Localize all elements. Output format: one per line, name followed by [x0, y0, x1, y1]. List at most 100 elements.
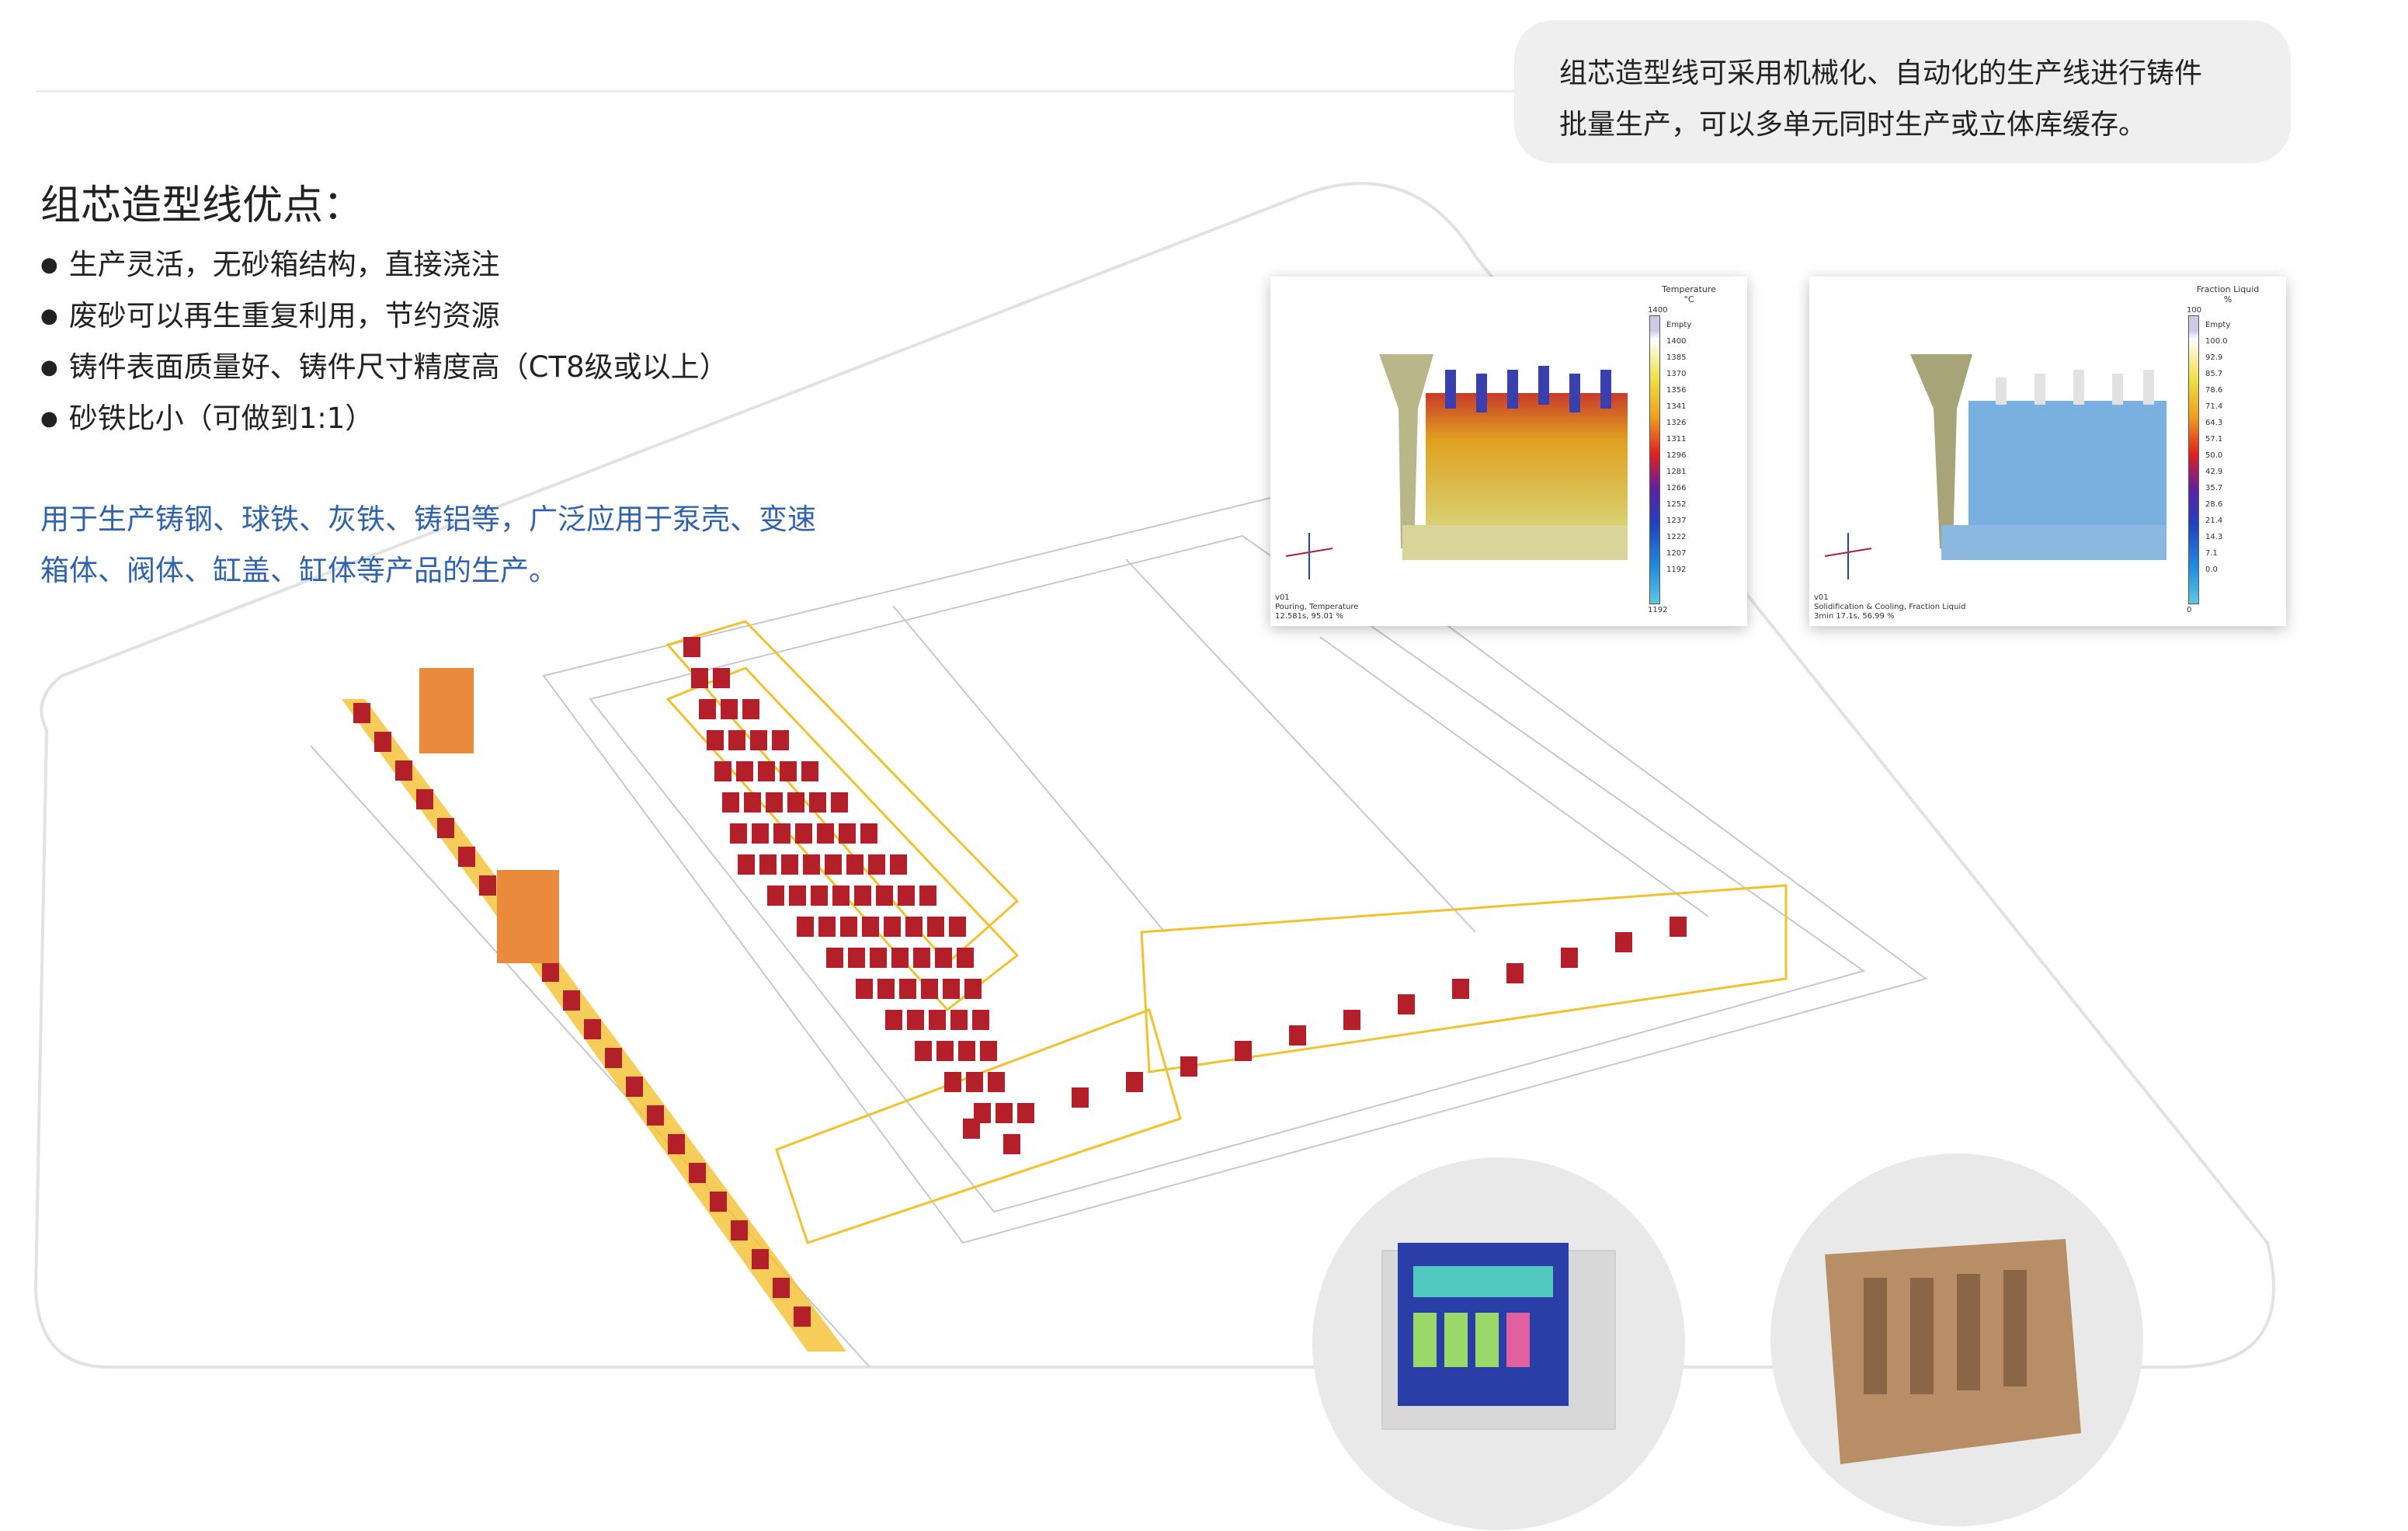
- legend-tick: 0.0: [2205, 565, 2218, 574]
- mold-block: [689, 1163, 706, 1183]
- mold-block: [542, 962, 559, 982]
- legend-tick: 14.3: [2205, 533, 2223, 541]
- mold-block: [1180, 1056, 1197, 1077]
- legend-tick: 1341: [1666, 402, 1687, 411]
- legend-tick: 64.3: [2205, 419, 2223, 427]
- caption-line: v01: [1275, 593, 1290, 602]
- mold-block: [797, 917, 814, 937]
- mold-block: [801, 761, 818, 781]
- legend-colorbar: [2188, 315, 2199, 604]
- legend-tick: 1222: [1666, 533, 1687, 541]
- mold-block: [773, 1278, 790, 1298]
- legend-tick: 1311: [1666, 435, 1687, 444]
- mold-block: [736, 761, 753, 781]
- mold-block: [825, 854, 842, 875]
- mold-block: [479, 875, 496, 896]
- mold-block: [781, 854, 798, 875]
- mold-block: [856, 979, 873, 999]
- mold-block: [966, 1072, 983, 1092]
- mold-block: [374, 732, 391, 752]
- legend-tick: 28.6: [2205, 500, 2223, 509]
- mold-block: [710, 1192, 727, 1212]
- mold-block: [949, 917, 966, 937]
- mold-block: [1452, 979, 1469, 999]
- mold-block: [876, 886, 893, 906]
- top-divider: [36, 90, 1558, 92]
- mold-block: [1072, 1087, 1089, 1108]
- mold-block: [707, 730, 724, 750]
- mold-block: [353, 703, 370, 723]
- mold-block: [1506, 963, 1524, 983]
- legend-tick: 57.1: [2205, 435, 2223, 444]
- mold-block: [668, 1134, 685, 1154]
- simulation-caption: v01 Solidification & Cooling, Fraction L…: [1814, 593, 1965, 621]
- mold-block: [584, 1019, 601, 1039]
- mold-block: [936, 1041, 954, 1061]
- mold-block: [877, 979, 895, 999]
- mold-block: [787, 792, 804, 812]
- legend-tick: 1356: [1666, 386, 1687, 395]
- mold-block: [831, 792, 848, 812]
- intro-bubble: 组芯造型线可采用机械化、自动化的生产线进行铸件 批量生产，可以多单元同时生产或立…: [1514, 20, 2291, 163]
- legend-tick: 1281: [1666, 468, 1687, 476]
- mold-block: [794, 1307, 811, 1327]
- mold-block: [826, 948, 843, 968]
- mold-block: [803, 854, 820, 875]
- legend-tick: 35.7: [2205, 484, 2223, 492]
- mold-block: [898, 886, 915, 906]
- mold-block: [744, 792, 761, 812]
- advantage-item: 铸件表面质量好、铸件尺寸精度高（CT8级或以上）: [40, 342, 728, 393]
- mold-block: [691, 668, 708, 688]
- legend-max: 1400: [1648, 306, 1668, 315]
- legend-max: 100: [2187, 306, 2202, 315]
- mold-block: [738, 854, 755, 875]
- legend-colorbar: [1649, 315, 1660, 604]
- advantage-item: 废砂可以再生重复利用，节约资源: [40, 291, 728, 342]
- engine-block-temperature-render: [1285, 354, 1628, 579]
- mold-block: [950, 1010, 968, 1030]
- caption-line: 12.581s, 95.01 %: [1275, 612, 1343, 621]
- mold-block: [772, 730, 789, 750]
- legend-tick: 1266: [1666, 484, 1687, 492]
- legend-empty: Empty: [1666, 321, 1692, 329]
- caption-line: v01: [1814, 593, 1829, 602]
- mold-block: [742, 699, 759, 719]
- legend-tick: 7.1: [2205, 549, 2218, 558]
- layout-outline: [33, 182, 2275, 1369]
- mold-block: [811, 886, 828, 906]
- mold-block: [1561, 948, 1578, 968]
- mold-block: [605, 1048, 622, 1068]
- mold-block: [929, 1010, 946, 1030]
- mold-block: [626, 1077, 643, 1097]
- mold-block: [766, 792, 783, 812]
- simulation-caption: v01 Pouring, Temperature 12.581s, 95.01 …: [1275, 593, 1358, 621]
- mold-block: [789, 886, 806, 906]
- mold-block: [728, 730, 745, 750]
- mold-block: [870, 948, 887, 968]
- caption-line: 3min 17.1s, 56.99 %: [1814, 612, 1895, 621]
- mold-block: [437, 818, 454, 838]
- mold-block: [395, 760, 412, 781]
- mold-block: [1017, 1103, 1034, 1123]
- sand-mold-core-assembly-image: [1312, 1157, 1685, 1530]
- mold-block: [899, 979, 916, 999]
- mold-block: [891, 948, 909, 968]
- robot-cells: [775, 884, 1788, 1244]
- axis-triad-icon: [1285, 533, 1333, 579]
- intro-line: 组芯造型线可采用机械化、自动化的生产线进行铸件: [1559, 57, 2203, 89]
- legend-tick: 50.0: [2205, 451, 2223, 460]
- mold-block: [817, 823, 834, 844]
- mold-block: [907, 1010, 924, 1030]
- mold-block: [860, 823, 877, 844]
- mold-block: [980, 1041, 997, 1061]
- blueprint-lines: [310, 496, 1928, 1368]
- legend-min: 0: [2187, 606, 2192, 614]
- legend-tick: 1385: [1666, 353, 1687, 362]
- caption-line: Solidification & Cooling, Fraction Liqui…: [1814, 603, 1966, 611]
- mold-block: [913, 948, 930, 968]
